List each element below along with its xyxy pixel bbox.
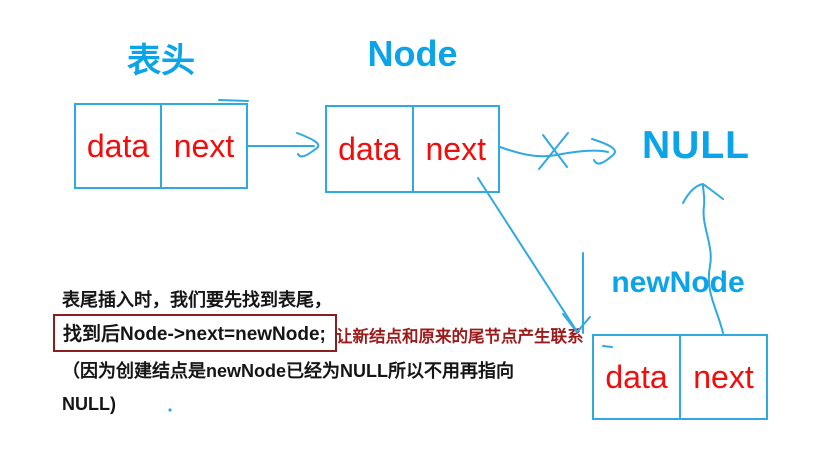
head-next-to-node-arrowhead	[296, 132, 320, 158]
node-next-to-newnode-arrow	[477, 177, 577, 331]
new-node-box: data next	[592, 334, 768, 420]
newnode-next-to-null-arrow	[702, 184, 724, 334]
tail-node-box: data next	[325, 105, 500, 193]
head-label: 表头	[127, 42, 195, 80]
tiny-ink-dot	[168, 408, 172, 412]
stray-mark-head-box	[218, 99, 249, 102]
node-next-to-null-arrowhead	[591, 138, 616, 165]
cross-out-x-stroke-2	[538, 132, 569, 170]
head-node-box: data next	[74, 103, 248, 189]
explanation-line-4: NULL)	[62, 394, 116, 414]
null-label: NULL	[642, 124, 750, 167]
head-node-data-cell: data	[86, 127, 150, 164]
newnode-label: newNode	[611, 266, 745, 299]
new-node-next-cell: next	[679, 336, 766, 418]
tail-node-next-cell: next	[411, 107, 499, 191]
head-node-next-cell: next	[160, 105, 246, 187]
explanation-line-1: 表尾插入时，我们要先找到表尾，	[62, 290, 332, 310]
explanation-line-3: （因为创建结点是newNode已经为NULL所以不用再指向	[62, 361, 514, 381]
tail-node-data-cell: data	[338, 130, 401, 167]
cross-out-x-stroke-1	[542, 134, 568, 168]
new-node-data-cell: data	[605, 358, 668, 395]
highlighted-code-box: 找到后Node->next=newNode;	[53, 314, 337, 352]
red-side-note: 让新结点和原来的尾节点产生联系	[336, 328, 584, 346]
node-next-to-null-arrow	[499, 146, 609, 158]
node-label: Node	[367, 33, 458, 74]
newnode-next-to-null-arrowhead	[682, 183, 724, 204]
